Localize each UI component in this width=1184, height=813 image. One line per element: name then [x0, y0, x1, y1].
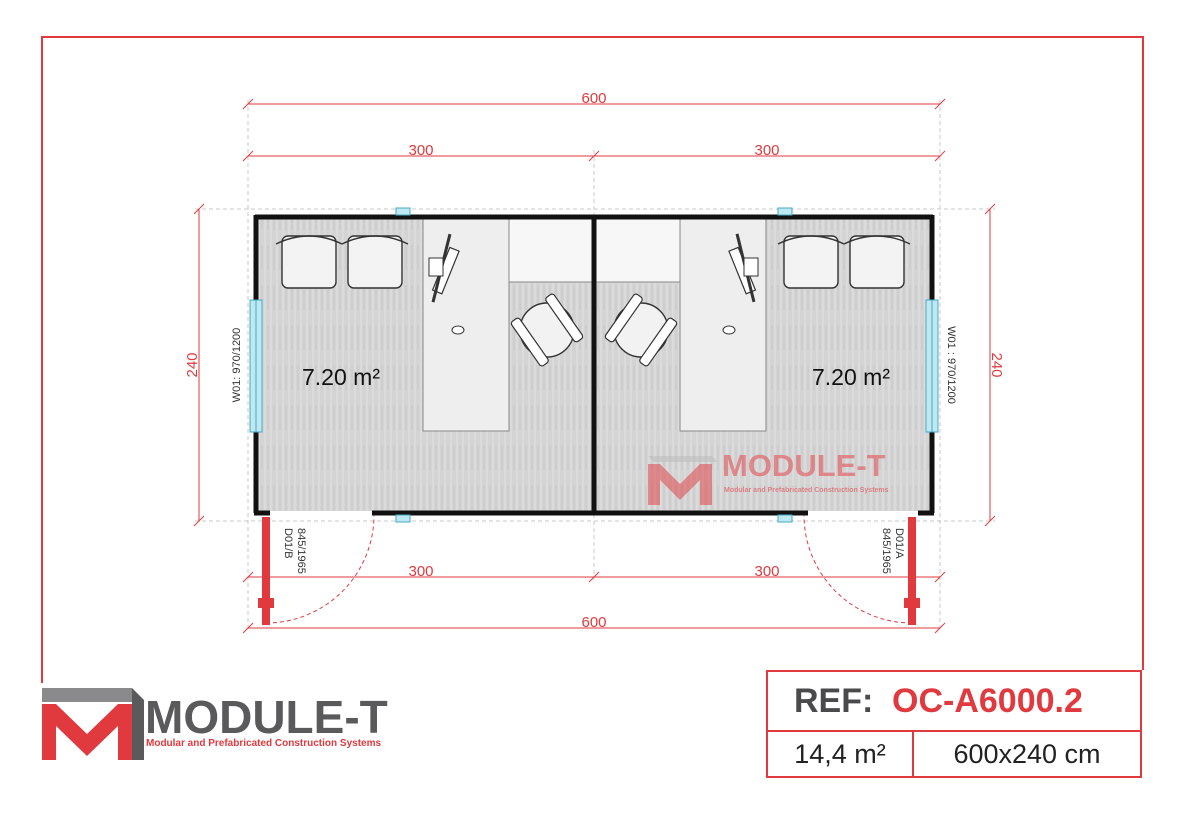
- visitor-chair-3: [777, 235, 845, 289]
- dim-half-top-left: 300: [408, 142, 433, 159]
- dim-total-top: 600: [581, 90, 606, 107]
- desk-left: [422, 218, 510, 432]
- mouse-right: [722, 325, 736, 335]
- door-size-left: 845/1965: [295, 528, 307, 574]
- vent-markers: [395, 207, 793, 523]
- visitor-chair-1: [275, 235, 343, 289]
- dim-half-top-right: 300: [754, 142, 779, 159]
- window-right: [925, 299, 939, 433]
- window-label-right: W01 : 970/1200: [945, 326, 957, 404]
- phone-left: [428, 257, 444, 277]
- visitor-chair-4: [843, 235, 911, 289]
- reference-code: OC-A6000.2: [892, 682, 1083, 720]
- spec-area: 14,4 m²: [768, 732, 914, 778]
- phone-right: [743, 257, 759, 277]
- window-label-left: W01: 970/1200: [231, 328, 243, 403]
- dim-total-bottom: 600: [581, 614, 606, 631]
- visitor-chair-2: [341, 235, 409, 289]
- reference-label: REF:: [794, 682, 874, 720]
- door-left: [258, 514, 375, 625]
- dim-height-left: 240: [184, 352, 201, 377]
- dim-half-bottom-right: 300: [754, 563, 779, 580]
- room-area-left: 7.20 m²: [302, 364, 380, 390]
- watermark-name: MODULE-T: [722, 448, 886, 483]
- logo-mark: [42, 688, 144, 760]
- cabinet-left: [508, 218, 594, 283]
- door-right: [803, 514, 920, 625]
- furniture-right-room: [595, 218, 911, 432]
- logo-tagline: Modular and Prefabricated Construction S…: [146, 738, 382, 749]
- spec-size: 600x240 cm: [953, 739, 1101, 769]
- dim-half-bottom-left: 300: [408, 563, 433, 580]
- door-code-right: D01/A: [893, 528, 905, 559]
- reference-box: REF: OC-A6000.2 14,4 m² 600x240 cm: [766, 670, 1142, 778]
- door-code-left: D01/B: [282, 528, 294, 559]
- room-area-right: 7.20 m²: [812, 364, 890, 390]
- dimension-lines: [193, 98, 996, 634]
- door-size-right: 845/1965: [880, 528, 892, 574]
- drawing-frame: [41, 36, 1144, 683]
- cabinet-right: [595, 218, 681, 283]
- desk-right: [679, 218, 767, 432]
- logo-name: MODULE-T: [145, 691, 388, 743]
- watermark-logo-mark: [648, 456, 718, 505]
- dim-height-right: 240: [988, 352, 1005, 377]
- mouse-left: [451, 325, 465, 335]
- watermark-tagline: Modular and Prefabricated Construction S…: [724, 487, 889, 494]
- office-chair-right: [604, 293, 678, 367]
- reference-row: REF: OC-A6000.2: [768, 672, 1140, 732]
- furniture-left-room: [275, 218, 594, 432]
- window-left: [249, 299, 263, 433]
- company-logo: MODULE-T Modular and Prefabricated Const…: [42, 688, 442, 768]
- office-chair-left: [510, 293, 584, 367]
